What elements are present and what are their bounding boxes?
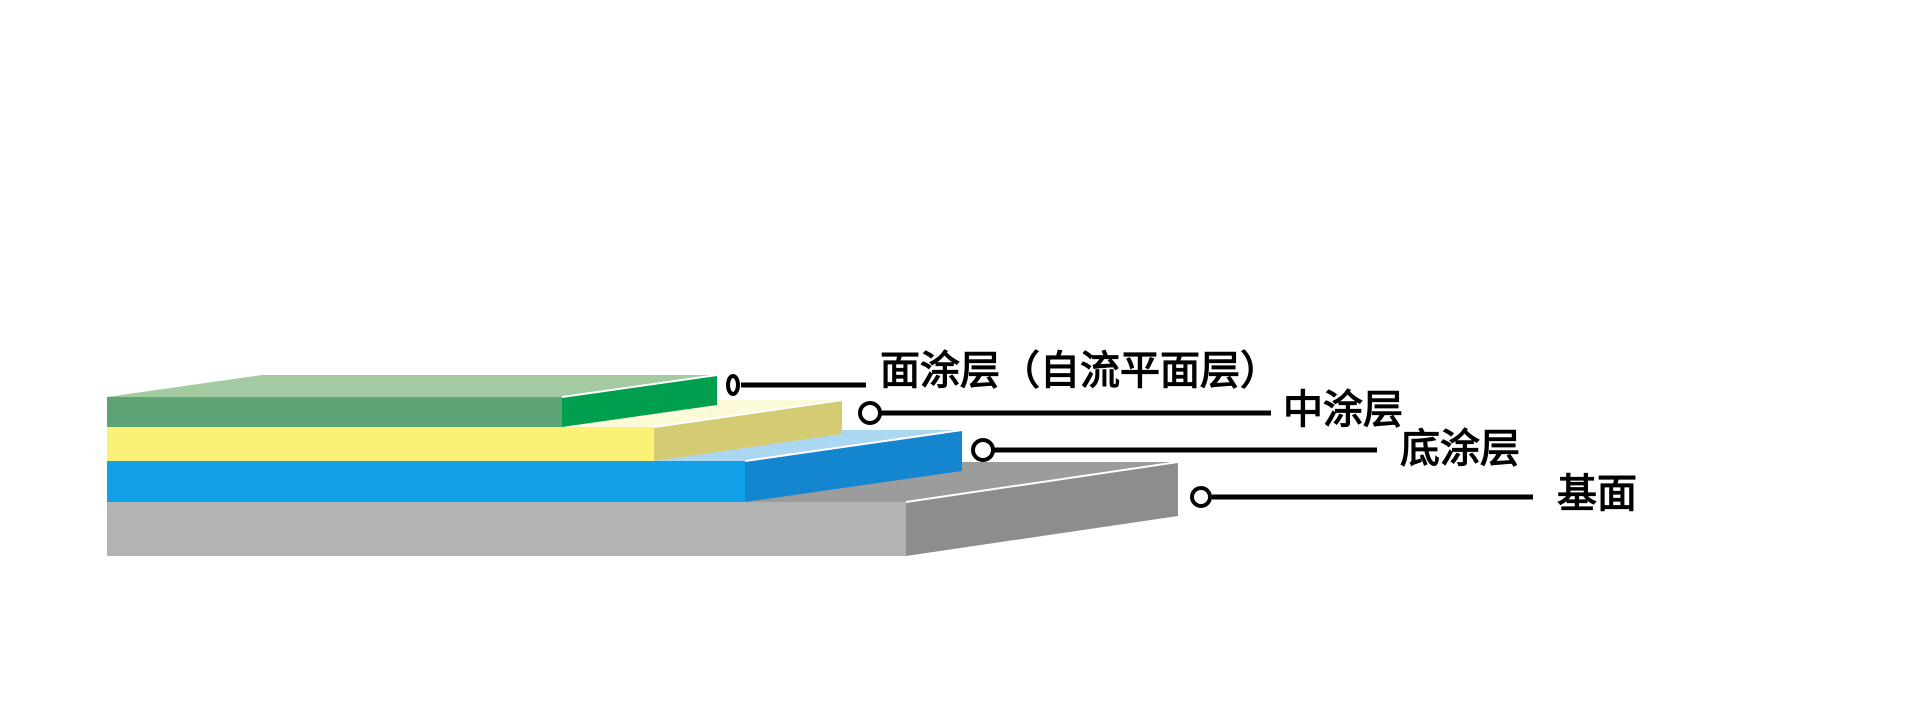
primer-layer-end-face [745,430,962,502]
base-leader-marker [1190,486,1212,508]
base-label: 基面 [1557,472,1637,516]
topcoat-layer-top-face [107,375,717,397]
base-layer-front-face [107,502,906,556]
base-layer-edge-highlight [905,461,1179,503]
midcoat-layer-edge-highlight [653,399,843,428]
primer-layer-edge-highlight [744,429,963,462]
midcoat-leader: 中涂层 [858,388,1403,432]
primer-leader: 底涂层 [971,427,1520,471]
topcoat-leader: 面涂层（自流平面层） [726,349,1280,396]
base-layer-end-face [906,462,1178,556]
primer-leader-marker [971,438,995,462]
topcoat-layer-slab [107,374,718,427]
midcoat-leader-marker [858,401,882,425]
primer-label: 底涂层 [1400,427,1520,471]
midcoat-label: 中涂层 [1283,388,1403,432]
topcoat-leader-marker [726,374,740,396]
midcoat-layer-end-face [654,400,842,461]
topcoat-layer-edge-highlight [561,374,718,398]
base-leader: 基面 [1190,472,1637,516]
midcoat-layer-front-face [107,427,654,461]
primer-layer-front-face [107,461,745,502]
topcoat-layer-end-face [562,375,717,427]
topcoat-label: 面涂层（自流平面层） [880,349,1280,393]
topcoat-layer-front-face [107,397,562,427]
